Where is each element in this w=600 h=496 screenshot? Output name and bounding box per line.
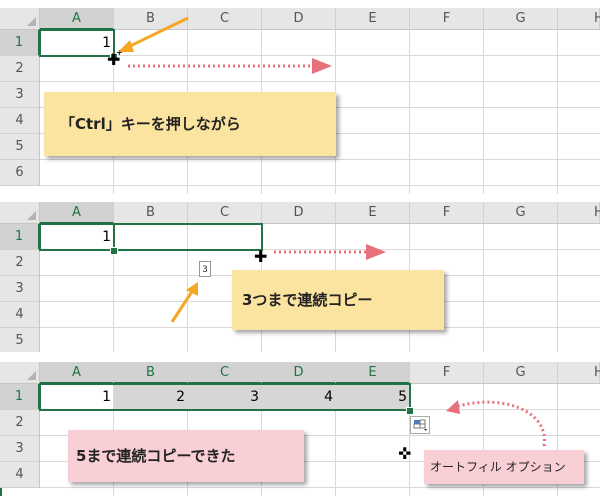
fill-value-tooltip: 3	[199, 261, 211, 277]
col-header-a[interactable]: A	[40, 8, 114, 30]
row-header-2[interactable]: 2	[0, 410, 40, 436]
fill-drag-range	[113, 223, 263, 251]
row-header-4[interactable]: 4	[0, 462, 40, 488]
gridline	[40, 249, 600, 250]
gridline	[40, 159, 600, 160]
row-header-5[interactable]: 5	[0, 134, 40, 160]
col-header-f[interactable]: F	[410, 202, 484, 224]
row-header-2[interactable]: 2	[0, 56, 40, 82]
row-header-4[interactable]: 4	[0, 302, 40, 328]
col-header-c[interactable]: C	[188, 362, 262, 384]
cell-c1[interactable]: 3	[188, 384, 262, 410]
crosshair-plus-icon: ✚	[107, 50, 121, 69]
row-header-3[interactable]: 3	[0, 436, 40, 462]
fill-handle[interactable]	[406, 407, 414, 415]
instruction-note: 「Ctrl」キーを押しながら	[44, 92, 336, 156]
autofill-options-icon	[413, 419, 427, 431]
gridline	[40, 435, 600, 436]
row-header-1[interactable]: 1	[0, 224, 40, 250]
sheet-panel-3: A B C D E F G H 1 2 3 4 1 2 3 4 5 ✜ 5まで連…	[0, 362, 600, 496]
gridline	[409, 30, 410, 194]
col-header-b[interactable]: B	[114, 8, 188, 30]
sheet-panel-1: A B C D E F G H 1 2 3 4 5 6 1 ✚ + 「Ctrl」…	[0, 8, 600, 194]
col-header-e[interactable]: E	[336, 362, 410, 384]
gridline	[557, 224, 558, 352]
cell-selection	[39, 29, 115, 57]
col-header-d[interactable]: D	[262, 202, 336, 224]
autofill-options-button[interactable]	[410, 416, 430, 434]
col-header-a[interactable]: A	[40, 202, 114, 224]
gridline	[557, 30, 558, 194]
gridline	[113, 224, 114, 352]
col-header-h[interactable]: H	[558, 8, 600, 30]
cell-d1[interactable]: 4	[262, 384, 336, 410]
row-header-1[interactable]: 1	[0, 30, 40, 56]
fill-handle[interactable]	[110, 53, 118, 61]
select-all-corner[interactable]	[0, 202, 40, 224]
instruction-note: 3つまで連続コピー	[232, 270, 444, 330]
row-header-3[interactable]: 3	[0, 276, 40, 302]
col-header-h[interactable]: H	[558, 362, 600, 384]
col-header-a[interactable]: A	[40, 362, 114, 384]
gridline	[483, 224, 484, 352]
col-header-f[interactable]: F	[410, 8, 484, 30]
row-header-5[interactable]: 5	[0, 328, 40, 352]
sheet-panel-2: A B C D E F G H 1 2 3 4 5 1 ✚ 3 3つまで連続コピ…	[0, 202, 600, 352]
cell-e1[interactable]: 5	[336, 384, 410, 410]
gridline	[335, 384, 336, 496]
col-header-d[interactable]: D	[262, 362, 336, 384]
row-header-3[interactable]: 3	[0, 82, 40, 108]
crosshair-plus-icon: ✚	[254, 247, 268, 266]
col-header-e[interactable]: E	[336, 8, 410, 30]
range-selection	[39, 383, 411, 411]
select-all-corner[interactable]	[0, 362, 40, 384]
fill-handle[interactable]	[110, 247, 118, 255]
row-header-4[interactable]: 4	[0, 108, 40, 134]
col-header-c[interactable]: C	[188, 202, 262, 224]
col-header-g[interactable]: G	[484, 362, 558, 384]
pointer-cross-icon: ✜	[398, 444, 412, 463]
col-header-f[interactable]: F	[410, 362, 484, 384]
row-header-6[interactable]: 6	[0, 160, 40, 186]
row-header-1[interactable]: 1	[0, 384, 40, 410]
col-header-g[interactable]: G	[484, 202, 558, 224]
gridline	[40, 81, 600, 82]
cell-selection	[39, 223, 115, 251]
select-all-corner[interactable]	[0, 8, 40, 30]
cell-a1[interactable]: 1	[102, 389, 111, 405]
row-header-2[interactable]: 2	[0, 250, 40, 276]
cell-a1[interactable]: 1	[102, 229, 111, 245]
cell-b1[interactable]: 2	[114, 384, 188, 410]
col-header-e[interactable]: E	[336, 202, 410, 224]
gridline	[557, 384, 558, 496]
cell-a1[interactable]: 1	[102, 35, 111, 51]
gridline	[40, 461, 600, 462]
gridline	[40, 487, 600, 488]
col-header-h[interactable]: H	[558, 202, 600, 224]
col-header-b[interactable]: B	[114, 362, 188, 384]
gridline	[409, 384, 410, 496]
ctrl-plus-icon: +	[116, 48, 123, 57]
col-header-c[interactable]: C	[188, 8, 262, 30]
gridline	[483, 30, 484, 194]
result-note: 5まで連続コピーできた	[68, 430, 304, 482]
gridline	[40, 185, 600, 186]
col-header-d[interactable]: D	[262, 8, 336, 30]
gridline	[40, 55, 600, 56]
autofill-option-label: オートフィル オプション	[424, 450, 584, 484]
col-header-g[interactable]: G	[484, 8, 558, 30]
col-header-b[interactable]: B	[114, 202, 188, 224]
